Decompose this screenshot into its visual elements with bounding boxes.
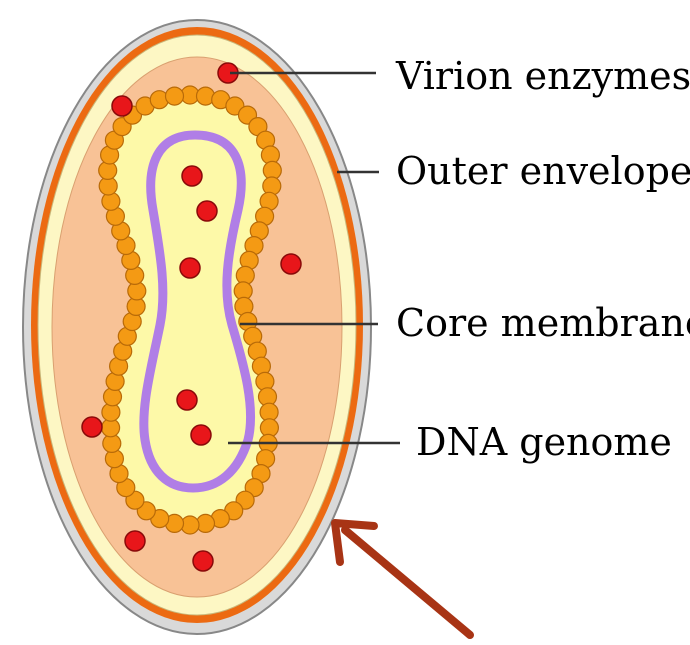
- core-membrane-label: Core membrane: [396, 301, 690, 345]
- enzyme-dot: [125, 531, 145, 551]
- enzyme-dot: [82, 417, 102, 437]
- virion-enzymes-label: Virion enzymes: [395, 54, 690, 98]
- arrow-shaft: [345, 530, 470, 635]
- core-bead: [166, 87, 184, 105]
- enzyme-dot: [177, 390, 197, 410]
- enzyme-dot: [193, 551, 213, 571]
- enzyme-dot: [180, 258, 200, 278]
- enzyme-dot: [182, 166, 202, 186]
- enzyme-dot: [191, 425, 211, 445]
- outer-envelope-label: Outer envelope: [396, 149, 690, 193]
- pointer-arrow: [335, 523, 470, 635]
- enzyme-dot: [197, 201, 217, 221]
- enzyme-dot: [112, 96, 132, 116]
- labels: Virion enzymes Outer envelope Core membr…: [395, 54, 690, 464]
- enzyme-dot: [281, 254, 301, 274]
- dna-genome-label: DNA genome: [416, 420, 672, 464]
